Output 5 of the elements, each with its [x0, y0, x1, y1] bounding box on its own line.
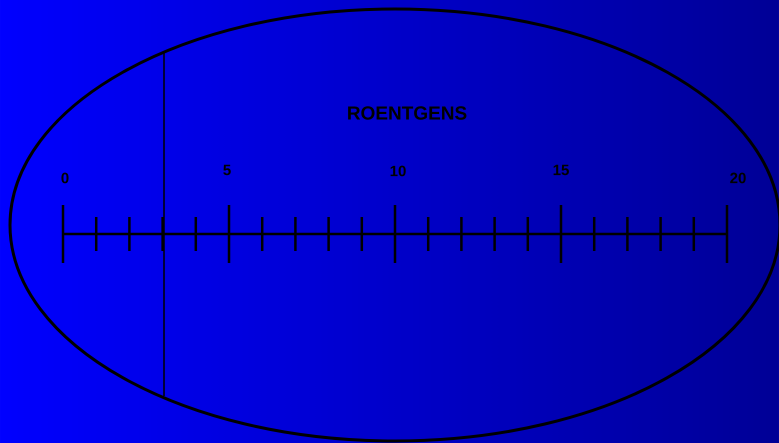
scale-number: 0	[61, 172, 69, 184]
scale-number: 15	[554, 164, 569, 176]
scale-number: 5	[223, 164, 231, 176]
scale-number: 20	[730, 172, 746, 184]
scale-number: 10	[390, 166, 406, 176]
